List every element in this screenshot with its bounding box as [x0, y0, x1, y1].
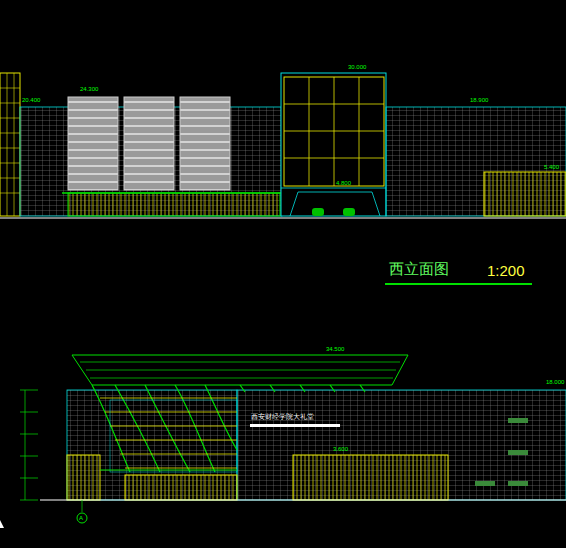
west-elevation	[0, 73, 566, 284]
axis-label: A	[79, 515, 83, 521]
elevation-mark: 4.800	[336, 180, 351, 186]
elevation-mark: 5.400	[544, 164, 559, 170]
elevation-mark: 3.600	[333, 446, 348, 452]
elevation-mark: 30.000	[348, 64, 366, 70]
elevation-mark: 20.400	[22, 97, 40, 103]
drawing-title: 西立面图	[389, 262, 449, 277]
building-name: 西安财经学院大礼堂	[251, 413, 314, 420]
scale-label: 1:200	[487, 263, 525, 278]
elevation-mark: 24.300	[80, 86, 98, 92]
south-elevation	[0, 355, 566, 528]
elevation-mark: 18.900	[470, 97, 488, 103]
elevation-mark: 18.000	[546, 379, 564, 385]
elevation-mark: 34.500	[326, 346, 344, 352]
